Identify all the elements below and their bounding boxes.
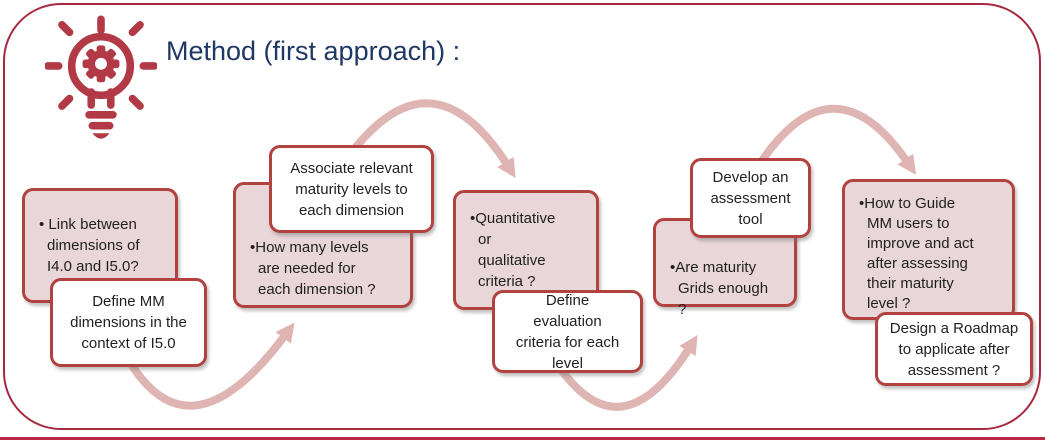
page-title: Method (first approach) : <box>166 36 461 66</box>
action-box-1: Define MM dimensions in the context of I… <box>50 278 207 367</box>
question-box-5: •How to Guide MM users to improve and ac… <box>842 179 1015 320</box>
slide-bottom-rule <box>0 437 1045 440</box>
arrow-step2-step3 <box>348 99 516 179</box>
action-box-2: Associate relevant maturity levels to ea… <box>269 145 434 233</box>
action-box-4: Develop an assessment tool <box>690 158 811 238</box>
question-box-2: •How many levels are needed for each dim… <box>233 182 413 308</box>
action-box-5: Design a Roadmap to applicate after asse… <box>875 312 1033 386</box>
action-box-3: Define evaluation criteria for each leve… <box>492 290 643 373</box>
arrow-step3-step4 <box>556 334 698 411</box>
arrow-step4-step5 <box>753 104 917 175</box>
lightbulb-gear-icon <box>44 15 158 143</box>
arrow-step1-step2 <box>118 322 295 410</box>
